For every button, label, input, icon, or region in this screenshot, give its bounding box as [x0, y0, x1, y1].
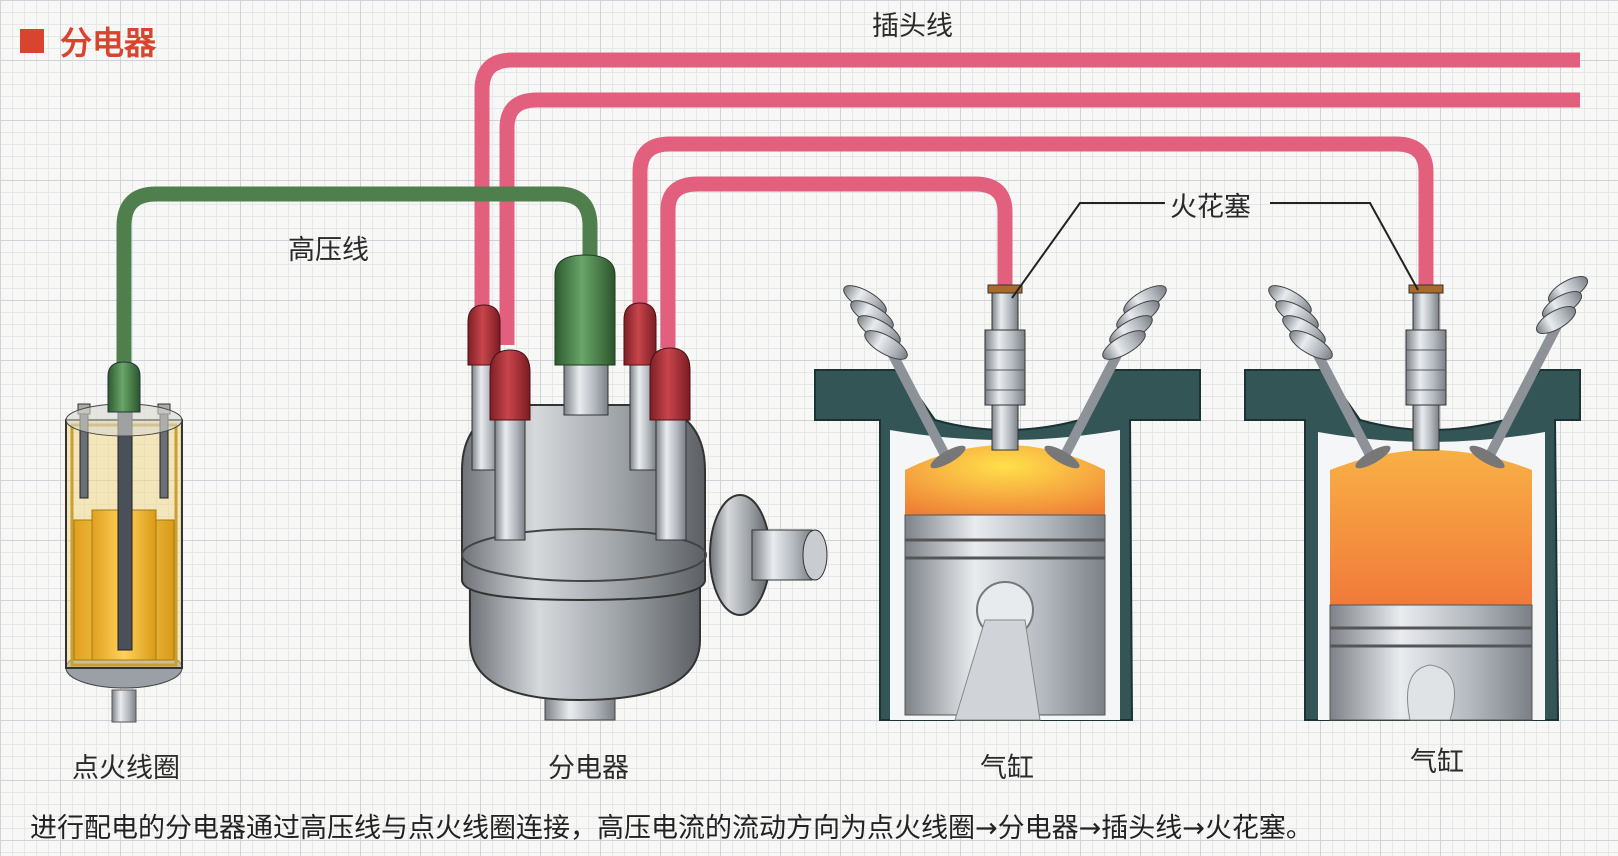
ignition-coil — [66, 362, 182, 722]
label-plug-wires: 插头线 — [872, 4, 953, 43]
high-voltage-wire — [124, 194, 590, 370]
label-ignition-coil: 点火线圈 — [72, 746, 180, 785]
label-cylinder-left: 气缸 — [980, 746, 1034, 785]
caption: 进行配电的分电器通过高压线与点火线圈连接，高压电流的流动方向为点火线圈→分电器→… — [30, 806, 1313, 845]
plug-wire-3 — [640, 144, 1426, 310]
spark-plug-right — [1406, 285, 1446, 450]
spark-plug-left — [985, 285, 1025, 450]
label-high-voltage-wire: 高压线 — [288, 228, 369, 267]
label-distributor: 分电器 — [548, 746, 629, 785]
cylinder-right — [1245, 271, 1592, 720]
distributor — [462, 255, 827, 720]
label-cylinder-right: 气缸 — [1410, 740, 1464, 779]
plug-wire-4 — [668, 184, 1005, 348]
cylinder-left — [815, 280, 1200, 720]
label-spark-plug: 火花塞 — [1170, 185, 1251, 224]
